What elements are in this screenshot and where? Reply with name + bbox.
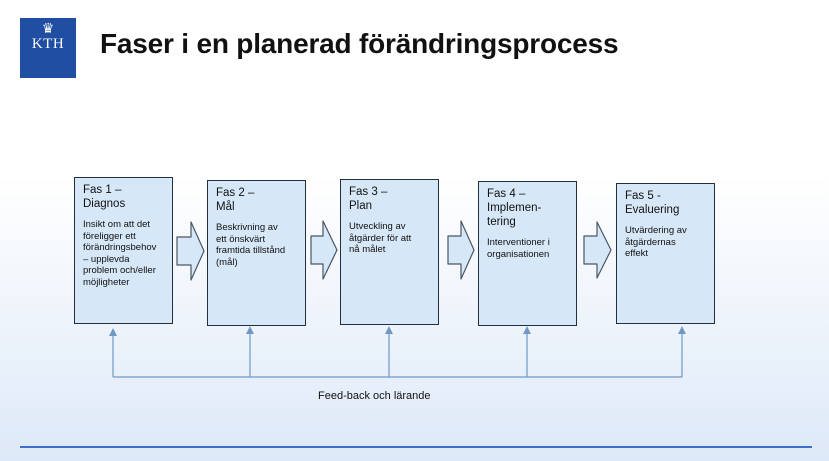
phase-title: Fas 1 – Diagnos — [83, 184, 126, 210]
feedback-arrowhead-3 — [385, 326, 393, 334]
kth-logo: ♛ KTH — [20, 18, 76, 78]
feedback-loop — [112, 330, 683, 378]
phase-description: Interventioner i organisationen — [487, 237, 550, 260]
phase-title: Fas 2 – Mål — [216, 187, 255, 213]
feedback-arrowhead-4 — [523, 326, 531, 334]
arrow-phase3-to-4 — [447, 220, 475, 280]
feedback-arrowhead-1 — [109, 328, 117, 336]
feedback-label: Feed-back och lärande — [318, 390, 431, 402]
phase-title: Fas 3 – Plan — [349, 186, 388, 212]
arrow-phase4-to-5 — [583, 221, 612, 279]
phase-description: Insikt om att det föreligger ett förändr… — [83, 219, 157, 288]
phase-box-2: Fas 2 – Mål Beskrivning av ett önskvärt … — [207, 180, 306, 326]
feedback-arrowheads — [109, 326, 686, 336]
phase-description: Utveckling av åtgärder för att nå målet — [349, 221, 412, 255]
phase-box-4: Fas 4 – Implemen- tering Interventioner … — [478, 181, 577, 326]
phase-description: Utvärdering av åtgärdernas effekt — [625, 225, 687, 259]
slide-title: Faser i en planerad förändringsprocess — [100, 28, 619, 59]
phase-box-1: Fas 1 – Diagnos Insikt om att det föreli… — [74, 177, 173, 324]
phase-box-3: Fas 3 – Plan Utveckling av åtgärder för … — [340, 179, 439, 325]
phase-title: Fas 4 – Implemen- tering — [487, 188, 542, 228]
logo-text: KTH — [31, 36, 65, 52]
phase-description: Beskrivning av ett önskvärt framtida til… — [216, 222, 286, 268]
phase-title: Fas 5 - Evaluering — [625, 190, 680, 216]
arrow-phase2-to-3 — [310, 220, 338, 280]
feedback-arrowhead-5 — [678, 326, 686, 334]
bottom-divider — [20, 446, 812, 448]
arrow-phase1-to-2 — [176, 221, 205, 281]
phase-box-5: Fas 5 - Evaluering Utvärdering av åtgärd… — [616, 183, 715, 324]
crown-icon: ♛ — [41, 21, 55, 37]
feedback-arrowhead-2 — [246, 326, 254, 334]
